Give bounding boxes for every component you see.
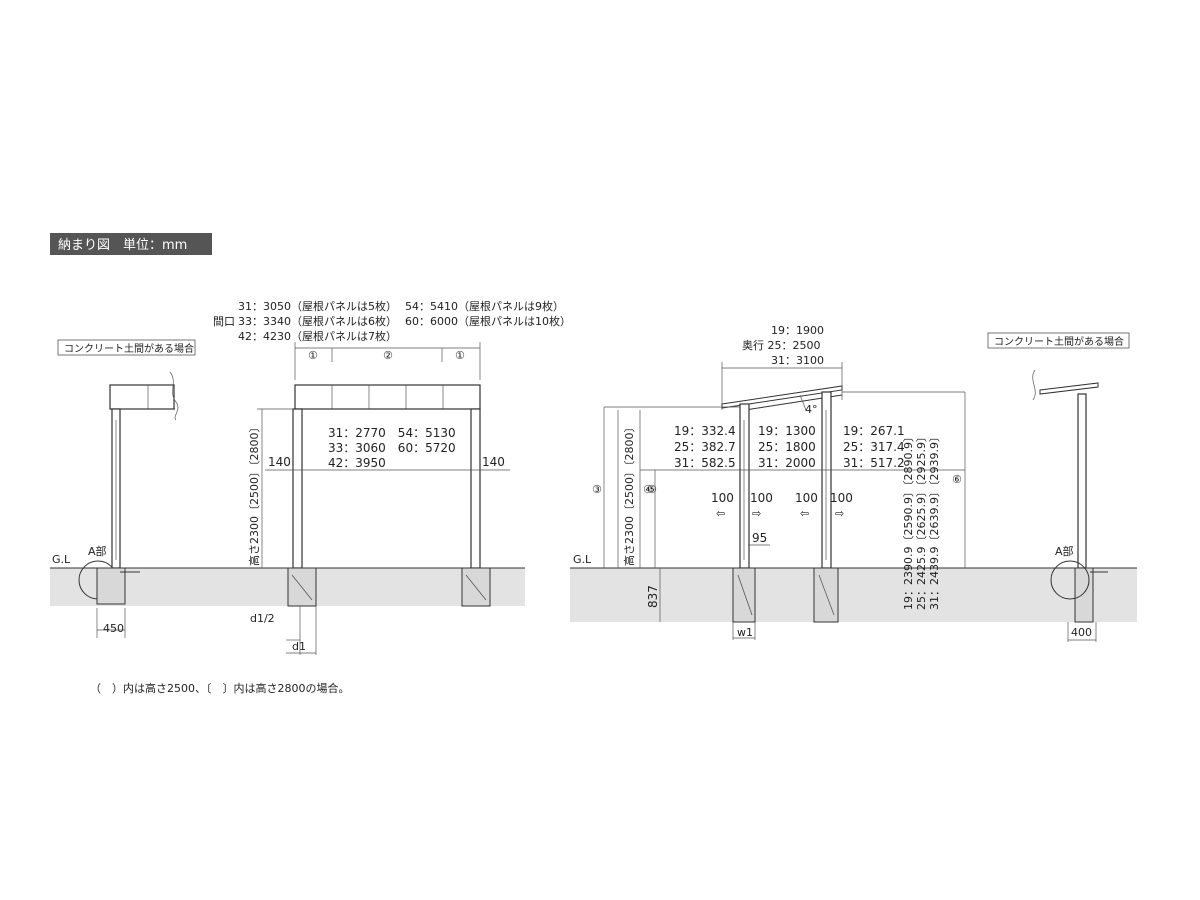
dim-95: 95 xyxy=(752,531,767,545)
height-label-left: 高さ2300〔2500〕〔2800〕 xyxy=(247,422,261,566)
depth-row-3: 31：3100 xyxy=(771,354,824,367)
circle-3: ③ xyxy=(592,483,602,496)
height-label-right: 高さ2300〔2500〕〔2800〕 xyxy=(622,422,636,566)
arrow-dim-1: 100 xyxy=(711,491,734,505)
overhang-right-label: 140 xyxy=(482,455,505,469)
rear-height-3: 31：2439.9〔2639.9〕〔2939.9〕 xyxy=(928,431,941,610)
a-part-right: A部 xyxy=(1055,544,1074,558)
rear-overhang-1: 19：267.1 xyxy=(843,424,905,438)
footnote: （ ）内は高さ2500、〔 〕内は高さ2800の場合。 xyxy=(90,681,350,695)
note-box-left xyxy=(57,339,196,356)
gl-label-right: G.L xyxy=(573,553,592,566)
depth-row-1: 19：1900 xyxy=(771,324,824,337)
angle-label: 4° xyxy=(805,403,818,416)
width-row-5: 60：6000（屋根パネルは10枚） xyxy=(405,314,571,328)
rear-height-1: 19：2390.9〔2590.9〕〔2890.9〕 xyxy=(902,431,915,610)
arrow-dim-4: 100 xyxy=(830,491,853,505)
d1-half-label: d1/2 xyxy=(250,612,275,625)
front-overhang-1: 19：332.4 xyxy=(674,424,736,438)
d1-label: d1 xyxy=(292,640,306,653)
width-table: 31：3050（屋根パネルは5枚） 間口 33：3340（屋根パネルは6枚） 4… xyxy=(213,299,571,343)
circle-6: ⑥ xyxy=(952,473,962,486)
width-row-2: 33：3340（屋根パネルは6枚） xyxy=(238,314,397,328)
w1-label: w1 xyxy=(737,626,753,639)
small-frame-left: コンクリート土間がある場合 G.L A部 450 xyxy=(52,339,196,638)
arrow-dim-3: 100 xyxy=(795,491,818,505)
width-row-4: 54：5410（屋根パネルは9枚） xyxy=(405,299,564,313)
inner-dim-1: 31：2770 54：5130 xyxy=(328,426,456,440)
arrow-right-icon: ⇨ xyxy=(752,507,761,520)
circle-4: ④ xyxy=(643,483,653,496)
ground-right xyxy=(570,568,1137,622)
circle-5: ⑤ xyxy=(647,483,657,496)
rear-height-2: 25：2425.9〔2625.9〕〔2925.9〕 xyxy=(915,431,928,610)
circle-label-3: ① xyxy=(455,349,465,362)
foundation-width-right: 400 xyxy=(1071,626,1092,639)
inner-dim-3: 42：3950 xyxy=(328,456,386,470)
post-spacing-2: 25：1800 xyxy=(758,440,816,454)
gl-label-left: G.L xyxy=(52,553,71,566)
note-box-right xyxy=(987,332,1130,349)
front-overhang-3: 31：582.5 xyxy=(674,456,736,470)
a-part-left: A部 xyxy=(88,544,107,558)
embed-depth: 837 xyxy=(646,585,660,608)
inner-dim-2: 33：3060 60：5720 xyxy=(328,441,456,455)
depth-row-2: 奥行 25：2500 xyxy=(742,338,821,352)
header-badge xyxy=(50,233,212,255)
header-title: 納まり図 単位：mm xyxy=(58,237,187,253)
note-label-right: コンクリート土間がある場合 xyxy=(994,335,1124,348)
post-spacing-1: 19：1300 xyxy=(758,424,816,438)
post-spacing-3: 31：2000 xyxy=(758,456,816,470)
main-frame-left: ① ② ① 31：2770 54：5130 33：3060 60：5720 42… xyxy=(247,342,510,655)
circle-label-2: ② xyxy=(383,349,393,362)
arrow-left-icon: ⇦ xyxy=(716,507,725,520)
arrow-right-icon-2: ⇨ xyxy=(835,507,844,520)
width-prefix: 間口 xyxy=(213,315,235,328)
rear-overhang-3: 31：517.2 xyxy=(843,456,905,470)
arrow-dim-2: 100 xyxy=(750,491,773,505)
rear-overhang-2: 25：317.4 xyxy=(843,440,905,454)
small-frame-right: コンクリート土間がある場合 A部 400 xyxy=(987,332,1130,642)
foundation-width-left: 450 xyxy=(103,622,124,635)
note-label-left: コンクリート土間がある場合 xyxy=(64,342,194,355)
overhang-left-label: 140 xyxy=(268,455,291,469)
width-row-3: 42：4230（屋根パネルは7枚） xyxy=(238,329,397,343)
main-frame-right: 19：1900 奥行 25：2500 31：3100 4° 19：332.4 2… xyxy=(592,324,966,640)
circle-label-1: ① xyxy=(308,349,318,362)
arrow-left-icon-2: ⇦ xyxy=(800,507,809,520)
width-row-1: 31：3050（屋根パネルは5枚） xyxy=(238,299,397,313)
front-overhang-2: 25：382.7 xyxy=(674,440,736,454)
